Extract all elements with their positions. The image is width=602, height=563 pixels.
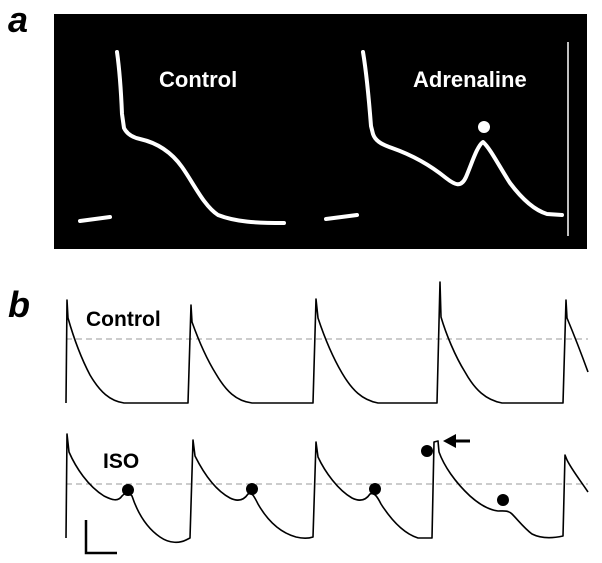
- scale-bar-icon: [84, 520, 117, 555]
- panel-b-label-iso: ISO: [103, 450, 140, 473]
- iso-marker-dot-1: [122, 484, 134, 496]
- iso-row-trace: [65, 433, 589, 544]
- iso-marker-dot-2: [246, 483, 258, 495]
- panel-a-letter: a: [8, 0, 29, 40]
- panel-a-marker-dot: [478, 121, 490, 133]
- arrow-left-icon: [443, 434, 470, 448]
- panel-a-label-control: Control: [159, 67, 238, 92]
- iso-marker-dot-5: [497, 494, 509, 506]
- panel-b-label-control: Control: [86, 308, 161, 331]
- panel-b-letter: b: [8, 284, 30, 325]
- panel-a-background: [54, 14, 587, 249]
- control-row-trace: [65, 281, 589, 404]
- iso-marker-dot-3: [369, 483, 381, 495]
- iso-marker-dot-4: [421, 445, 433, 457]
- adrenaline-ap-trace: [324, 50, 564, 221]
- control-ap-trace: [78, 50, 286, 225]
- panel-a-label-adrenaline: Adrenaline: [413, 67, 527, 92]
